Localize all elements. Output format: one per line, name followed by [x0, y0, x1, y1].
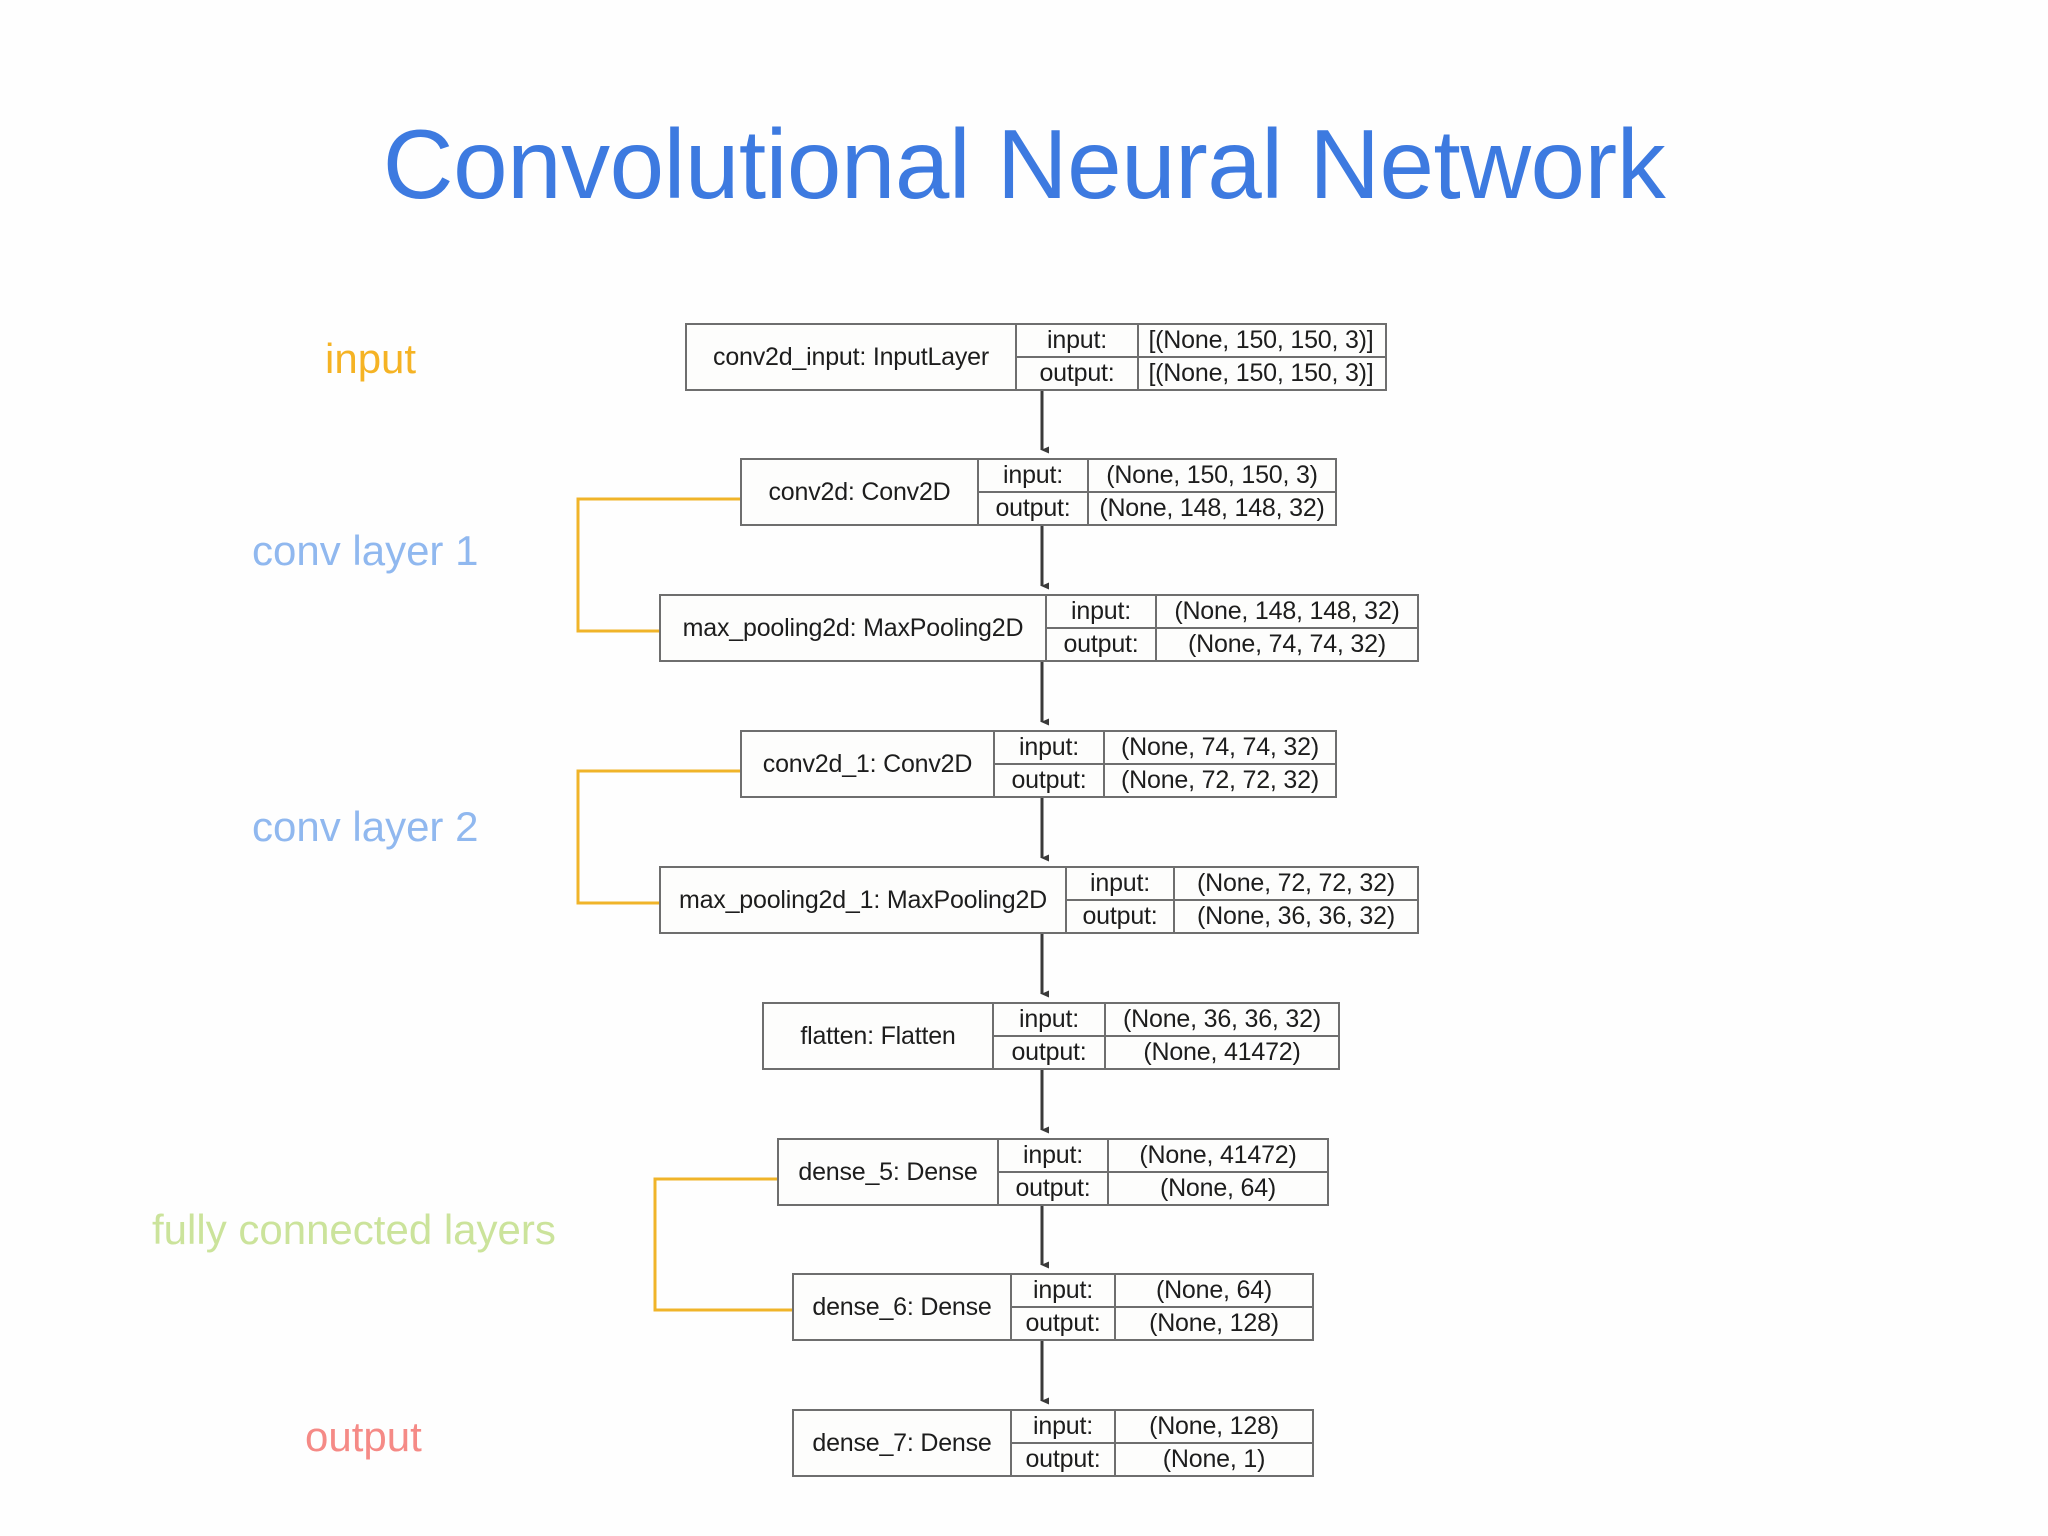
bracket-fully-connected-layers — [653, 1177, 792, 1312]
node-io-output-shape: (None, 128) — [1149, 1309, 1279, 1337]
node-io-input-label: input: — [995, 732, 1105, 763]
node-io-output-shape: (None, 74, 74, 32) — [1188, 630, 1386, 658]
node-io-row-output: output: (None, 1) — [1012, 1444, 1312, 1475]
node-io-row-output: output: (None, 128) — [1012, 1308, 1312, 1339]
node-io-row-input: input: (None, 150, 150, 3) — [979, 460, 1335, 493]
node-io-output-shape: (None, 41472) — [1143, 1038, 1301, 1066]
annotation-label-conv-layer-1: conv layer 1 — [252, 527, 479, 574]
node-io-input-shape: (None, 148, 148, 32) — [1174, 597, 1400, 625]
annotation-label-fully-connected-layers: fully connected layers — [152, 1206, 556, 1253]
node-name: conv2d: Conv2D — [742, 460, 979, 524]
node-io-input-shape: (None, 150, 150, 3) — [1106, 461, 1318, 489]
node-io-output-label: output: — [995, 765, 1105, 796]
node-name: flatten: Flatten — [764, 1004, 994, 1068]
node-io-input-shape: [(None, 150, 150, 3)] — [1148, 326, 1374, 354]
node-name: max_pooling2d: MaxPooling2D — [661, 596, 1047, 660]
node-io-input-label: input: — [1017, 325, 1139, 356]
node-io-output-label: output: — [994, 1037, 1106, 1068]
node-io-row-output: output: (None, 74, 74, 32) — [1047, 629, 1417, 660]
node-io-table: input: (None, 36, 36, 32) output: (None,… — [994, 1004, 1338, 1068]
node-io-row-input: input: (None, 72, 72, 32) — [1067, 868, 1417, 901]
node-io-row-output: output: (None, 72, 72, 32) — [995, 765, 1335, 796]
graph-node-dense-5: dense_5: Dense input: (None, 41472) outp… — [777, 1138, 1329, 1206]
node-io-output-label: output: — [1017, 358, 1139, 389]
node-io-input-shape: (None, 36, 36, 32) — [1123, 1005, 1321, 1033]
graph-node-conv2d: conv2d: Conv2D input: (None, 150, 150, 3… — [740, 458, 1337, 526]
node-io-table: input: (None, 41472) output: (None, 64) — [999, 1140, 1327, 1204]
node-io-input-label: input: — [1012, 1411, 1116, 1442]
graph-node-conv2d-1: conv2d_1: Conv2D input: (None, 74, 74, 3… — [740, 730, 1337, 798]
node-name: conv2d_input: InputLayer — [687, 325, 1017, 389]
node-io-input-label: input: — [1067, 868, 1175, 899]
graph-node-dense-7: dense_7: Dense input: (None, 128) output… — [792, 1409, 1314, 1477]
node-io-table: input: (None, 74, 74, 32) output: (None,… — [995, 732, 1335, 796]
node-io-output-shape: [(None, 150, 150, 3)] — [1148, 359, 1374, 387]
node-io-row-output: output: (None, 64) — [999, 1173, 1327, 1204]
annotation-label-input: input — [325, 335, 417, 382]
node-io-input-label: input: — [979, 460, 1089, 491]
node-io-output-label: output: — [1067, 901, 1175, 932]
graph-node-max-pooling2d: max_pooling2d: MaxPooling2D input: (None… — [659, 594, 1419, 662]
node-name: dense_7: Dense — [794, 1411, 1012, 1475]
node-name: max_pooling2d_1: MaxPooling2D — [661, 868, 1067, 932]
node-io-input-label: input: — [1047, 596, 1157, 627]
node-io-input-shape: (None, 128) — [1149, 1412, 1279, 1440]
graph-node-max-pooling2d-1: max_pooling2d_1: MaxPooling2D input: (No… — [659, 866, 1419, 934]
node-io-table: input: (None, 128) output: (None, 1) — [1012, 1411, 1312, 1475]
annotation-label-conv-layer-2: conv layer 2 — [252, 803, 479, 850]
node-io-input-shape: (None, 41472) — [1139, 1141, 1297, 1169]
node-io-table: input: (None, 72, 72, 32) output: (None,… — [1067, 868, 1417, 932]
node-io-row-input: input: [(None, 150, 150, 3)] — [1017, 325, 1385, 358]
node-name: conv2d_1: Conv2D — [742, 732, 995, 796]
node-io-table: input: (None, 64) output: (None, 128) — [1012, 1275, 1312, 1339]
graph-node-dense-6: dense_6: Dense input: (None, 64) output:… — [792, 1273, 1314, 1341]
node-io-output-shape: (None, 1) — [1162, 1445, 1266, 1473]
node-io-output-label: output: — [1012, 1444, 1116, 1475]
node-io-output-shape: (None, 148, 148, 32) — [1099, 494, 1325, 522]
node-io-input-label: input: — [994, 1004, 1106, 1035]
node-io-input-label: input: — [999, 1140, 1109, 1171]
node-io-row-output: output: (None, 148, 148, 32) — [979, 493, 1335, 524]
node-io-input-shape: (None, 72, 72, 32) — [1197, 869, 1395, 897]
node-io-output-label: output: — [1012, 1308, 1116, 1339]
node-io-row-input: input: (None, 64) — [1012, 1275, 1312, 1308]
node-io-row-output: output: (None, 36, 36, 32) — [1067, 901, 1417, 932]
node-io-output-shape: (None, 64) — [1159, 1174, 1277, 1202]
node-io-input-shape: (None, 64) — [1155, 1276, 1273, 1304]
node-io-table: input: [(None, 150, 150, 3)] output: [(N… — [1017, 325, 1385, 389]
node-io-output-label: output: — [1047, 629, 1157, 660]
node-io-row-input: input: (None, 74, 74, 32) — [995, 732, 1335, 765]
node-io-row-input: input: (None, 148, 148, 32) — [1047, 596, 1417, 629]
node-io-table: input: (None, 148, 148, 32) output: (Non… — [1047, 596, 1417, 660]
graph-node-conv2d-input: conv2d_input: InputLayer input: [(None, … — [685, 323, 1387, 391]
node-io-input-shape: (None, 74, 74, 32) — [1121, 733, 1319, 761]
node-io-output-shape: (None, 72, 72, 32) — [1121, 766, 1319, 794]
node-io-row-input: input: (None, 128) — [1012, 1411, 1312, 1444]
graph-node-flatten: flatten: Flatten input: (None, 36, 36, 3… — [762, 1002, 1340, 1070]
annotation-label-output: output — [305, 1413, 422, 1460]
node-io-row-input: input: (None, 41472) — [999, 1140, 1327, 1173]
node-io-output-label: output: — [999, 1173, 1109, 1204]
node-io-row-output: output: [(None, 150, 150, 3)] — [1017, 358, 1385, 389]
node-io-output-shape: (None, 36, 36, 32) — [1197, 902, 1395, 930]
node-io-input-label: input: — [1012, 1275, 1116, 1306]
node-io-row-output: output: (None, 41472) — [994, 1037, 1338, 1068]
node-name: dense_5: Dense — [779, 1140, 999, 1204]
node-io-table: input: (None, 150, 150, 3) output: (None… — [979, 460, 1335, 524]
node-io-row-input: input: (None, 36, 36, 32) — [994, 1004, 1338, 1037]
node-io-output-label: output: — [979, 493, 1089, 524]
page-title: Convolutional Neural Network — [382, 109, 1666, 219]
node-name: dense_6: Dense — [794, 1275, 1012, 1339]
